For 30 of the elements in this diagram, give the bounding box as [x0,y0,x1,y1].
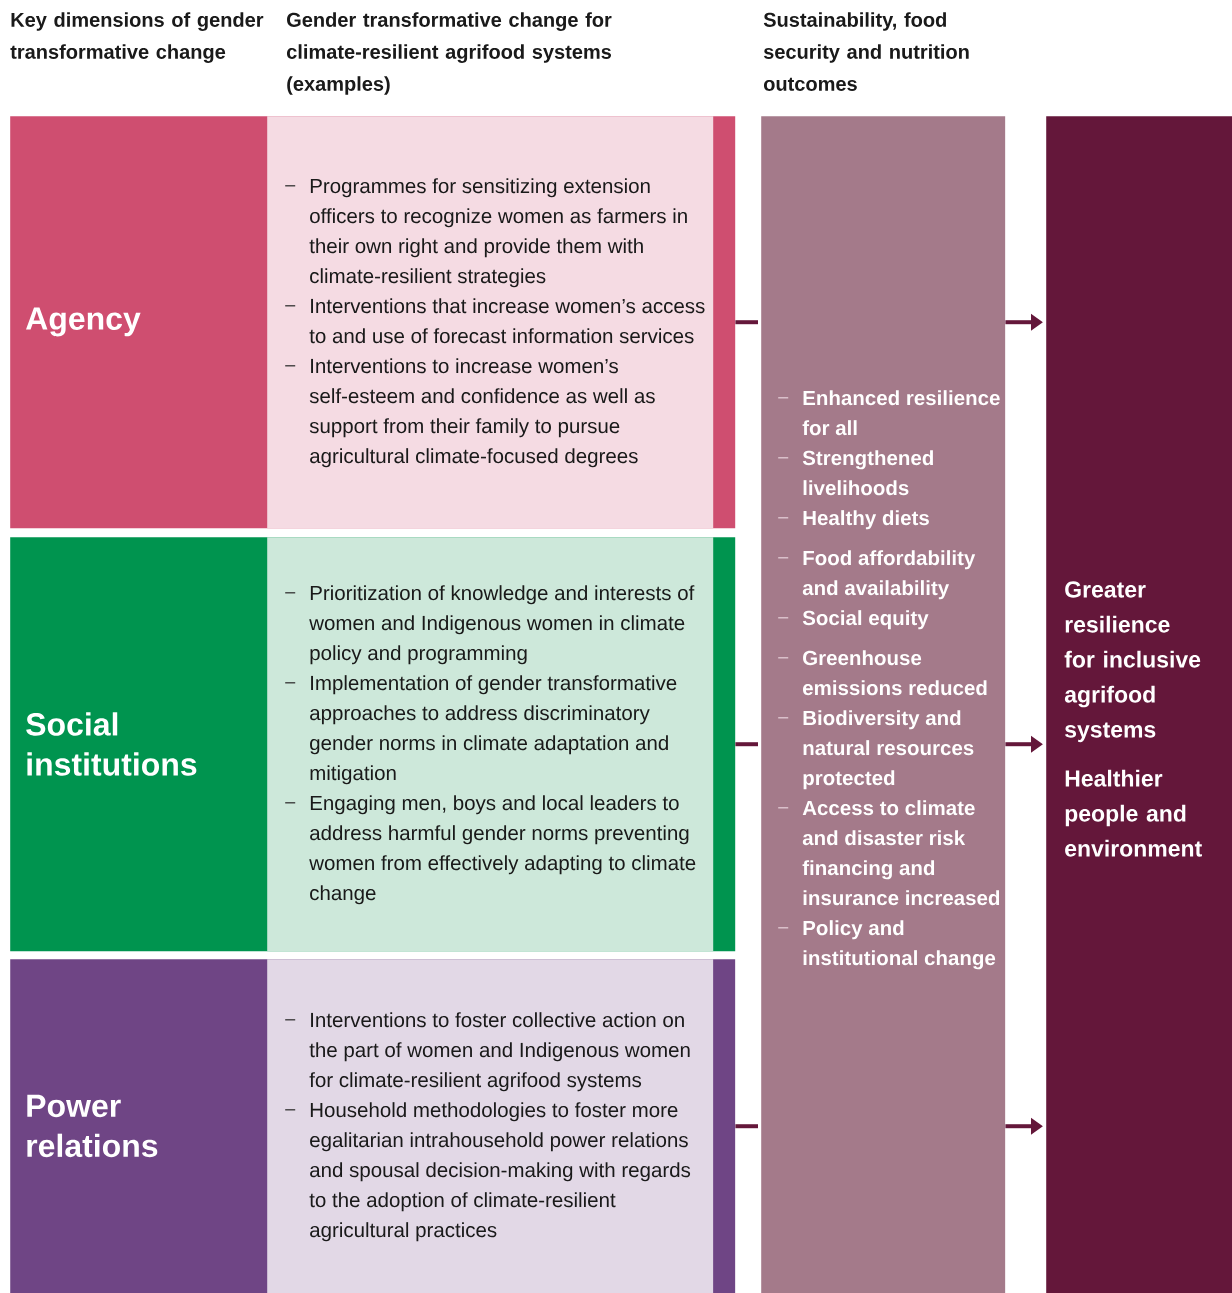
examples-box [267,537,714,952]
list-item: Policy and institutional change [803,920,996,970]
dimension-label: Social institutions [26,712,197,776]
examples-box [267,116,714,529]
list-item: Enhanced resilience for all [802,390,1000,436]
list-item: Food affordability and availability [802,550,976,600]
result-text: Healthier people and environment [1065,769,1202,857]
list-item: Household methodologies to foster more egalitarian intrahousehold power relations and spousal decision-making with regards to the adoption of climate-resilient agricultural practices [309,1102,691,1242]
list-item: Implementation of gender transformative approaches to address discriminatory gender norms in climate adaptation and mitigation [310,675,677,785]
examples-box [267,959,714,1293]
list-item: Interventions to increase women’s self-esteem and confidence as well as support from their family to pursue agricultural climate-focused degrees [309,358,655,468]
column-heading: Sustainability, food security and nutrition outcomes [763,12,969,91]
outcomes-column [761,116,1006,1293]
column-heading: Gender transformative change for climate-resilient agrifood systems (examples) [287,12,612,95]
list-item: Social equity [802,610,929,630]
list-item: Strengthened livelihoods [802,450,933,496]
dimension-label: Agency [26,307,141,337]
list-item: Healthy diets [803,510,929,530]
list-item: Interventions to foster collective action on the part of women and Indigenous women for climate-resilient agrifood systems [309,1012,690,1092]
list-item: Interventions that increase women’s access to and use of forecast information services [309,298,705,344]
list-item: Greenhouse emissions reduced [803,650,987,696]
list-item: Programmes for sensitizing extension officers to recognize women as farmers in their own right and provide them with climate-resilient strategies [309,178,687,288]
column-heading: Key dimensions of gender transformative change [10,12,264,63]
list-item: Access to climate and disaster risk financing and insurance increased [802,800,1000,906]
list-item: Engaging men, boys and local leaders to address harmful gender norms preventing women from effectively adapting to climate change [309,795,696,905]
result-text: Greater resilience for inclusive agrifood systems [1064,581,1201,743]
list-item: Prioritization of knowledge and interests of women and Indigenous women in climate policy and programming [309,585,695,665]
result-column [1046,116,1232,1293]
list-item: Biodiversity and natural resources protected [803,710,974,790]
dimension-label: Power relations [27,1094,158,1158]
